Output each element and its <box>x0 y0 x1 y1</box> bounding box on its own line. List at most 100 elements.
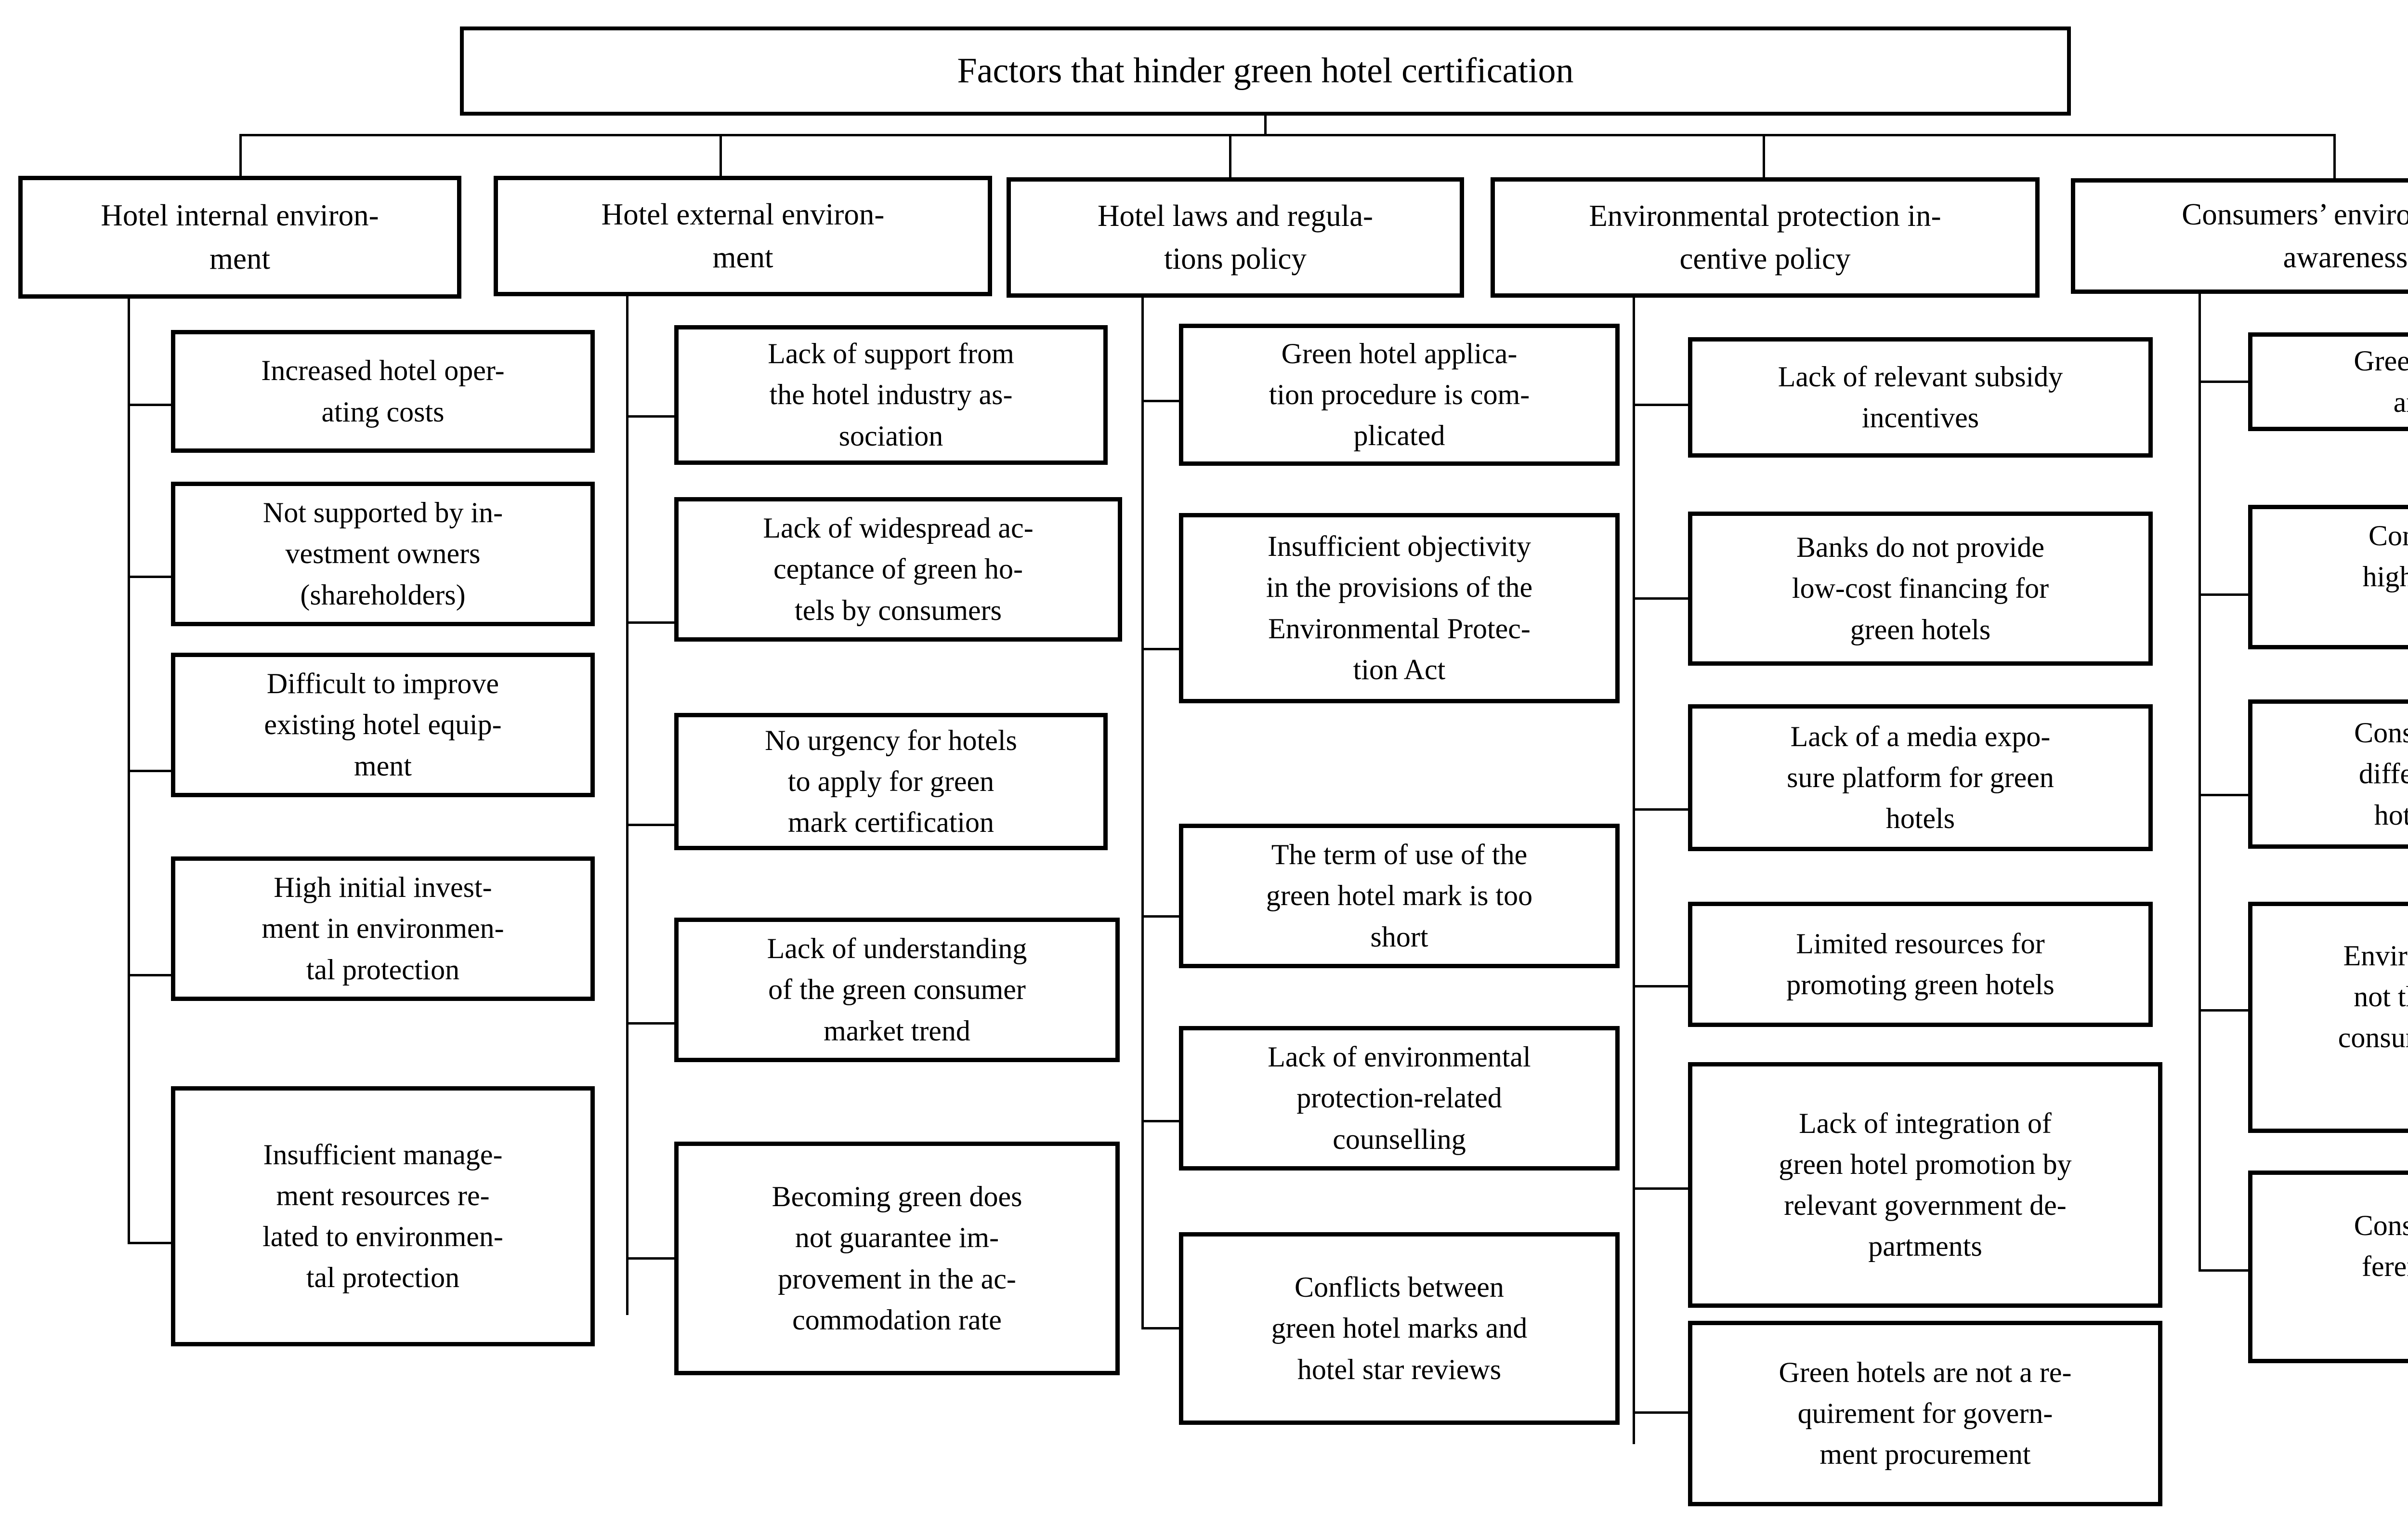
cat2-trunk <box>626 296 628 1315</box>
root-drop-1 <box>239 134 242 187</box>
leaf-label: Lack of environmental protection-related… <box>1268 1041 1531 1155</box>
cat2-stub-2 <box>626 621 677 624</box>
leaf-label: Green hotel applica- tion procedure is c… <box>1269 337 1530 452</box>
leaf-node: Green hotel applica- tion procedure is c… <box>1179 324 1620 466</box>
cat2-stub-3 <box>626 824 677 826</box>
category-node-hotel-laws-and-regulations-policy: Hotel laws and regula- tions policy <box>1007 177 1464 298</box>
category-label: Hotel laws and regula- tions policy <box>1097 198 1374 276</box>
root-stem <box>1264 116 1267 135</box>
category-label: Hotel external environ- ment <box>601 197 885 274</box>
leaf-node: Lack of a media expo- sure platform for … <box>1688 704 2153 851</box>
leaf-label: No urgency for hotels to apply for green… <box>765 724 1017 839</box>
leaf-node: Lack of relevant subsidy incentives <box>1688 337 2153 458</box>
leaf-label: High initial invest- ment in environmen-… <box>262 871 504 986</box>
leaf-node: Lack of integration of green hotel promo… <box>1688 1062 2162 1308</box>
leaf-node: The term of use of the green hotel mark … <box>1179 824 1620 968</box>
cat4-stub-3 <box>1633 808 1690 811</box>
category-label: Hotel internal environ- ment <box>101 198 379 276</box>
root-drop-5 <box>2333 134 2336 187</box>
leaf-label: The term of use of the green hotel mark … <box>1266 839 1533 953</box>
leaf-label: Green hotels are not a re- quirement for… <box>1779 1356 2072 1471</box>
leaf-node: Becoming green does not guarantee im- pr… <box>674 1142 1120 1375</box>
leaf-node: Banks do not provide low-cost financing … <box>1688 512 2153 666</box>
root-drop-3 <box>1229 134 1231 187</box>
leaf-node: Not supported by in- vestment owners (sh… <box>171 482 595 626</box>
category-label: Consumers’ environmental awareness <box>2182 197 2408 274</box>
cat5-stub-3 <box>2199 794 2254 796</box>
root-bus <box>239 134 2334 136</box>
leaf-label: Lack of understanding of the green consu… <box>767 933 1027 1047</box>
leaf-node: Lack of widespread ac- ceptance of green… <box>674 497 1122 642</box>
leaf-node: Limited resources for promoting green ho… <box>1688 902 2153 1027</box>
cat4-stub-1 <box>1633 404 1690 406</box>
cat3-stub-5 <box>1141 1327 1180 1329</box>
leaf-label: Limited resources for promoting green ho… <box>1786 927 2055 1000</box>
leaf-label: Consumers’ cognitive dif- ferences regar… <box>2354 1210 2408 1283</box>
cat5-stub-5 <box>2199 1269 2254 1272</box>
leaf-node: No urgency for hotels to apply for green… <box>674 713 1108 850</box>
cat4-trunk <box>1633 298 1635 1444</box>
leaf-label: Increased hotel oper- ating costs <box>261 355 505 428</box>
root-drop-2 <box>720 134 722 187</box>
cat3-stub-4 <box>1141 1120 1180 1122</box>
root-node: Factors that hinder green hotel certific… <box>460 26 2071 116</box>
leaf-node: Consumers’ cognitive dif- ferences regar… <box>2248 1171 2408 1363</box>
cat3-stub-2 <box>1141 648 1180 650</box>
leaf-label: Insufficient objectivity in the provisio… <box>1266 530 1533 685</box>
cat3-trunk <box>1141 298 1144 1329</box>
leaf-label: Consumers do not have high environmental… <box>2362 520 2408 593</box>
leaf-label: Lack of relevant subsidy incentives <box>1778 360 2063 434</box>
leaf-label: Not supported by in- vestment owners (sh… <box>262 497 503 611</box>
leaf-label: Insufficient manage- ment resources re- … <box>262 1138 503 1294</box>
cat1-stub-5 <box>128 1242 173 1244</box>
leaf-node: Insufficient objectivity in the provisio… <box>1179 513 1620 703</box>
leaf-label: Lack of support from the hotel industry … <box>768 338 1014 452</box>
cat1-stub-4 <box>128 974 173 976</box>
leaf-label: Difficult to improve existing hotel equi… <box>264 668 502 782</box>
cat1-stub-3 <box>128 770 173 772</box>
cat3-stub-1 <box>1141 400 1180 402</box>
leaf-label: Conflicts between green hotel marks and … <box>1271 1271 1528 1385</box>
cat4-stub-2 <box>1633 597 1690 600</box>
leaf-node: Difficult to improve existing hotel equi… <box>171 653 595 797</box>
cat4-stub-5 <box>1633 1187 1690 1190</box>
category-node-environmental-protection-incentive-policy: Environmental protection in- centive pol… <box>1491 177 2040 298</box>
category-node-hotel-internal-environment: Hotel internal environ- ment <box>18 176 461 299</box>
cat4-stub-4 <box>1633 985 1690 987</box>
leaf-node: Insufficient manage- ment resources re- … <box>171 1086 595 1346</box>
cat5-stub-1 <box>2199 381 2254 383</box>
cat4-stub-6 <box>1633 1411 1690 1414</box>
cat5-trunk <box>2199 294 2201 1272</box>
category-label: Environmental protection in- centive pol… <box>1589 198 1941 276</box>
cat1-stub-2 <box>128 576 173 578</box>
leaf-node: Lack of understanding of the green consu… <box>674 918 1120 1062</box>
leaf-label: Lack of a media expo- sure platform for … <box>1787 720 2054 835</box>
cat2-stub-4 <box>626 1022 677 1025</box>
root-node-label: Factors that hinder green hotel certific… <box>957 51 1574 91</box>
leaf-node: High initial invest- ment in environmen-… <box>171 856 595 1001</box>
cat2-stub-1 <box>626 415 677 418</box>
leaf-node: Lack of environmental protection-related… <box>1179 1026 1620 1171</box>
leaf-node: Green hotel-related marks are not well k… <box>2248 332 2408 431</box>
leaf-node: Consumers do not have high environmental… <box>2248 505 2408 649</box>
leaf-node: Lack of support from the hotel industry … <box>674 325 1108 465</box>
leaf-label: Lack of widespread ac- ceptance of green… <box>763 512 1034 626</box>
cat1-stub-1 <box>128 404 173 406</box>
cat5-stub-4 <box>2199 1009 2254 1012</box>
cat2-stub-5 <box>626 1257 677 1260</box>
category-node-consumers-environmental-awareness: Consumers’ environmental awareness <box>2071 178 2408 294</box>
leaf-node: Conflicts between green hotel marks and … <box>1179 1232 1620 1425</box>
root-drop-4 <box>1763 134 1765 187</box>
leaf-node: Green hotels are not a re- quirement for… <box>1688 1321 2162 1506</box>
cat5-stub-2 <box>2199 593 2254 596</box>
leaf-label: Lack of integration of green hotel promo… <box>1779 1107 2072 1263</box>
leaf-label: Environmental protection is not the main… <box>2338 939 2408 1053</box>
category-node-hotel-external-environment: Hotel external environ- ment <box>494 176 992 296</box>
leaf-label: Green hotel-related marks are not well k… <box>2354 345 2408 418</box>
leaf-label: Banks do not provide low-cost financing … <box>1792 531 2049 645</box>
leaf-label: Becoming green does not guarantee im- pr… <box>772 1181 1022 1336</box>
leaf-node: Increased hotel oper- ating costs <box>171 330 595 453</box>
